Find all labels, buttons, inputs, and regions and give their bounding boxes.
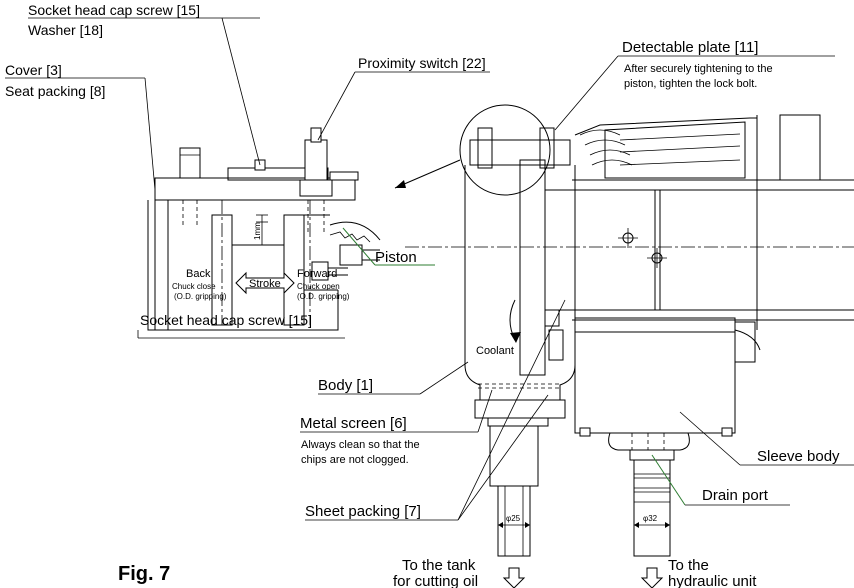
crosshair-2	[647, 248, 667, 268]
label-body: Body [1]	[318, 377, 373, 394]
label-seat-packing: Seat packing [8]	[5, 83, 105, 99]
label-dia-25: φ25	[506, 514, 521, 523]
main-assembly	[405, 104, 854, 588]
crosshair-1	[618, 228, 638, 248]
detail-view	[147, 127, 381, 331]
label-metal-note-2: chips are not clogged.	[301, 454, 409, 466]
label-od-gripping-right: (O.D. gripping)	[297, 292, 350, 301]
label-detectable-plate: Detectable plate [11]	[622, 39, 758, 56]
label-metal-note-1: Always clean so that the	[301, 439, 420, 451]
label-drain-port: Drain port	[702, 487, 769, 504]
label-proximity-switch: Proximity switch [22]	[358, 55, 486, 71]
label-stroke: Stroke	[249, 278, 281, 290]
label-metal-screen: Metal screen [6]	[300, 415, 407, 432]
label-piston: Piston	[375, 249, 417, 266]
label-sleeve-body: Sleeve body	[757, 448, 840, 465]
figure-title: Fig. 7	[118, 563, 170, 585]
label-socket-screw-bottom: Socket head cap screw [15]	[140, 312, 312, 328]
label-forward: Forward	[297, 268, 337, 280]
label-sheet-packing: Sheet packing [7]	[305, 503, 421, 520]
label-tank-2: for cutting oil	[393, 573, 478, 588]
label-socket-screw-top: Socket head cap screw [15]	[28, 2, 200, 18]
label-cover: Cover [3]	[5, 62, 62, 78]
label-detectable-note-1: After securely tightening to the	[624, 63, 773, 75]
label-tank-1: To the tank	[402, 557, 476, 574]
label-1mm: 1mm	[253, 222, 262, 240]
label-back: Back	[186, 268, 211, 280]
label-od-gripping-left: (O.D. gripping)	[174, 292, 227, 301]
label-chuck-open: Chuck open	[297, 282, 340, 291]
label-coolant: Coolant	[476, 345, 514, 357]
label-dia-32: φ32	[643, 514, 658, 523]
label-hydraulic-2: hydraulic unit	[668, 573, 757, 588]
label-hydraulic-1: To the	[668, 557, 709, 574]
label-washer: Washer [18]	[28, 22, 103, 38]
label-chuck-close: Chuck close	[172, 282, 216, 291]
label-detectable-note-2: piston, tighten the lock bolt.	[624, 78, 757, 90]
leader-lines	[5, 17, 854, 521]
